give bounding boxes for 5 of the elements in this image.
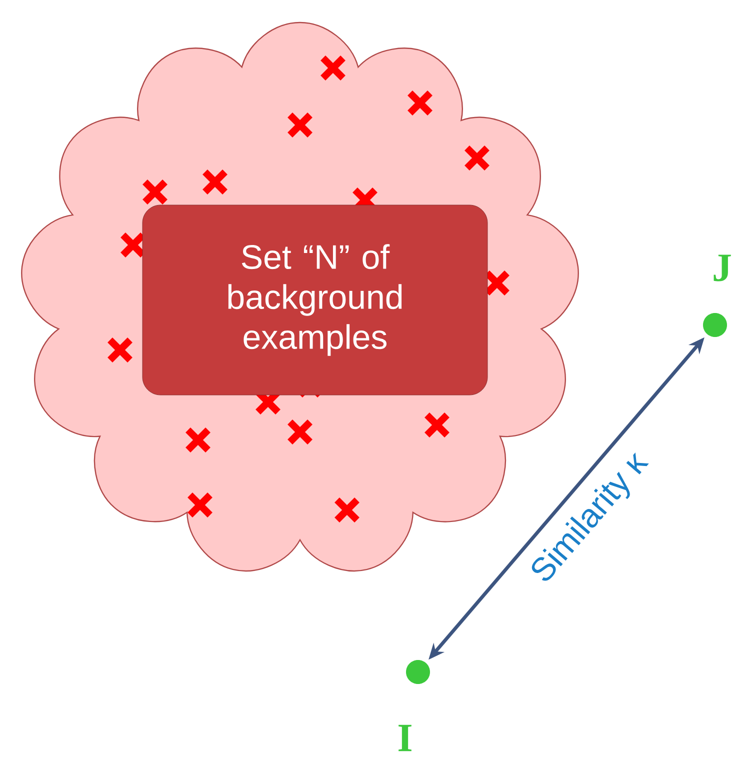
point-dot xyxy=(703,313,727,337)
point-dot xyxy=(406,660,430,684)
point-label: J xyxy=(714,254,731,282)
text-box: Set “N” of background examples xyxy=(142,204,488,396)
point-label: I xyxy=(398,724,412,752)
